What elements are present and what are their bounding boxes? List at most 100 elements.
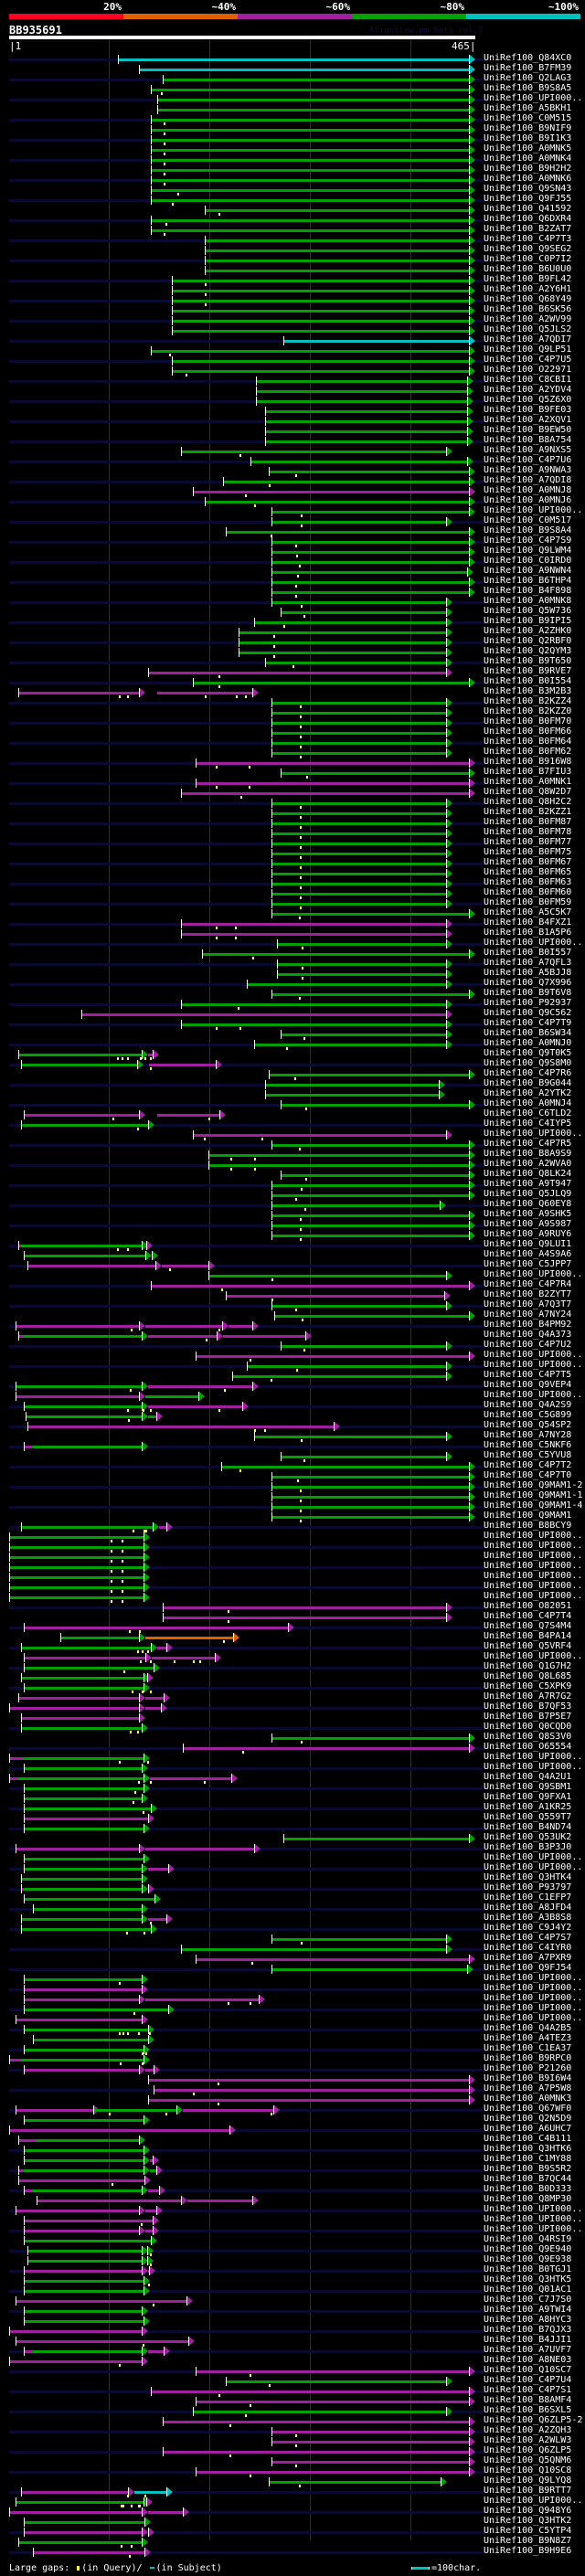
alignment-row[interactable]: UniRef100_B0FM63 — [0, 877, 585, 889]
alignment-row[interactable]: UniRef100_C0P7I2 — [0, 254, 585, 266]
alignment-row[interactable]: UniRef100_A0MNK3 — [0, 2094, 585, 2105]
alignment-row[interactable]: UniRef100_B9EW50 — [0, 425, 585, 437]
alignment-row[interactable]: UniRef100_C0IRD0 — [0, 556, 585, 567]
alignment-row[interactable]: UniRef100_Q4A2U1 — [0, 1772, 585, 1784]
subject-label[interactable]: UniRef100_B7FIU3 — [484, 767, 572, 777]
alignment-row[interactable]: UniRef100_C4B111 — [0, 2134, 585, 2146]
alignment-row[interactable]: UniRef100_C4IYP5 — [0, 1118, 585, 1130]
alignment-row[interactable]: UniRef100_A9T947 — [0, 1179, 585, 1191]
alignment-row[interactable]: UniRef100_Q67WF0 — [0, 2104, 585, 2115]
subject-label[interactable]: UniRef100_C7J7S0 — [484, 2295, 572, 2305]
alignment-row[interactable]: UniRef100_A0MNJ0 — [0, 1038, 585, 1050]
alignment-row[interactable]: UniRef100_Q2RBF0 — [0, 636, 585, 648]
alignment-row[interactable]: UniRef100_O65554 — [0, 1742, 585, 1754]
alignment-row[interactable]: UniRef100_UPI000.. — [0, 1852, 585, 1864]
alignment-row[interactable]: UniRef100_B4FXZ1 — [0, 917, 585, 929]
subject-label[interactable]: UniRef100_B7QC44 — [484, 2174, 572, 2184]
alignment-row[interactable]: UniRef100_UPI000.. — [0, 1541, 585, 1553]
alignment-row[interactable]: UniRef100_B0I554 — [0, 676, 585, 688]
alignment-row[interactable]: UniRef100_B3M2B3 — [0, 686, 585, 698]
subject-label[interactable]: UniRef100_Q8S3V0 — [484, 1732, 572, 1742]
subject-label[interactable]: UniRef100_UPI000.. — [484, 1531, 583, 1541]
subject-label[interactable]: UniRef100_Q53UK2 — [484, 1832, 572, 1842]
subject-label[interactable]: UniRef100_B2KZZ0 — [484, 706, 572, 716]
subject-label[interactable]: UniRef100_UPI000.. — [484, 1269, 583, 1279]
subject-label[interactable]: UniRef100_UPI000.. — [484, 2214, 583, 2224]
alignment-row[interactable]: UniRef100_A7QDI8 — [0, 475, 585, 487]
subject-label[interactable]: UniRef100_Q54SP2 — [484, 1420, 572, 1430]
alignment-row[interactable]: UniRef100_B8AMF4 — [0, 2395, 585, 2407]
alignment-row[interactable]: UniRef100_C5NKF6 — [0, 1440, 585, 1452]
subject-label[interactable]: UniRef100_B9I1K3 — [484, 133, 572, 143]
subject-label[interactable]: UniRef100_Q948Y6 — [484, 2506, 572, 2516]
alignment-row[interactable]: UniRef100_Q9MAM1-2 — [0, 1480, 585, 1492]
subject-label[interactable]: UniRef100_A6UHC7 — [484, 2124, 572, 2134]
alignment-row[interactable]: UniRef100_Q9SEG2 — [0, 244, 585, 256]
subject-label[interactable]: UniRef100_Q8H2C2 — [484, 797, 572, 807]
subject-label[interactable]: UniRef100_B0FM64 — [484, 737, 572, 747]
alignment-row[interactable]: UniRef100_B6SXL5 — [0, 2405, 585, 2417]
alignment-row[interactable]: UniRef100_C4P7R4 — [0, 1279, 585, 1291]
alignment-row[interactable]: UniRef100_B4PA14 — [0, 1631, 585, 1643]
alignment-row[interactable]: UniRef100_Q9LWM4 — [0, 546, 585, 557]
subject-label[interactable]: UniRef100_B9RTT7 — [484, 2486, 572, 2496]
subject-label[interactable]: UniRef100_A0MNK3 — [484, 2094, 572, 2104]
alignment-row[interactable]: UniRef100_A7NY24 — [0, 1309, 585, 1321]
alignment-row[interactable]: UniRef100_Q68Y49 — [0, 294, 585, 306]
subject-label[interactable]: UniRef100_Q6ZLP5-2 — [484, 2415, 583, 2425]
subject-label[interactable]: UniRef100_A2WVA0 — [484, 1159, 572, 1169]
alignment-row[interactable]: UniRef100_Q8H2C2 — [0, 797, 585, 809]
subject-label[interactable]: UniRef100_A1KR25 — [484, 1802, 572, 1812]
alignment-row[interactable]: UniRef100_C0M515 — [0, 113, 585, 125]
subject-label[interactable]: UniRef100_B3M2B3 — [484, 686, 572, 696]
subject-label[interactable]: UniRef100_B6SXL5 — [484, 2405, 572, 2415]
alignment-row[interactable]: UniRef100_B0FM67 — [0, 857, 585, 869]
subject-label[interactable]: UniRef100_C0M517 — [484, 515, 572, 525]
subject-label[interactable]: UniRef100_Q8MP30 — [484, 2194, 572, 2204]
alignment-row[interactable]: UniRef100_A2WLW3 — [0, 2435, 585, 2447]
subject-label[interactable]: UniRef100_Q3HTK6 — [484, 2144, 572, 2154]
subject-label[interactable]: UniRef100_B0FM87 — [484, 817, 572, 827]
subject-label[interactable]: UniRef100_Q9C562 — [484, 1008, 572, 1018]
subject-label[interactable]: UniRef100_A2WLW3 — [484, 2435, 572, 2445]
subject-label[interactable]: UniRef100_B9N8Z7 — [484, 2536, 572, 2546]
subject-label[interactable]: UniRef100_Q1G7H2 — [484, 1661, 572, 1671]
subject-label[interactable]: UniRef100_C5YVU8 — [484, 1450, 572, 1460]
alignment-row[interactable]: UniRef100_Q9LYQ8 — [0, 2475, 585, 2487]
subject-label[interactable]: UniRef100_UPI000.. — [484, 1551, 583, 1561]
alignment-row[interactable]: UniRef100_UPI000.. — [0, 1551, 585, 1563]
alignment-row[interactable]: UniRef100_B9T650 — [0, 656, 585, 668]
alignment-row[interactable]: UniRef100_UPI000.. — [0, 1561, 585, 1573]
alignment-row[interactable]: UniRef100_B4PM92 — [0, 1320, 585, 1331]
alignment-row[interactable]: UniRef100_B2ZYT7 — [0, 1289, 585, 1301]
subject-label[interactable]: UniRef100_B7P5E7 — [484, 1712, 572, 1722]
alignment-row[interactable]: UniRef100_A3B8S8 — [0, 1913, 585, 1924]
alignment-row[interactable]: UniRef100_UPI000.. — [0, 938, 585, 949]
subject-label[interactable]: UniRef100_Q2RBF0 — [484, 636, 572, 646]
alignment-row[interactable]: UniRef100_C8CBI1 — [0, 375, 585, 387]
alignment-row[interactable]: UniRef100_B9S8A5 — [0, 83, 585, 95]
subject-label[interactable]: UniRef100_A7QDI7 — [484, 334, 572, 345]
subject-label[interactable]: UniRef100_P21260 — [484, 2063, 572, 2073]
subject-label[interactable]: UniRef100_A7QDI8 — [484, 475, 572, 485]
alignment-row[interactable]: UniRef100_Q5VRF4 — [0, 1641, 585, 1653]
alignment-row[interactable]: UniRef100_A7PXR9 — [0, 1953, 585, 1965]
alignment-row[interactable]: UniRef100_A9NXS5 — [0, 445, 585, 457]
alignment-row[interactable]: UniRef100_Q9LP51 — [0, 345, 585, 356]
subject-label[interactable]: UniRef100_B9G044 — [484, 1078, 572, 1088]
subject-label[interactable]: UniRef100_B2KZZ1 — [484, 807, 572, 817]
subject-label[interactable]: UniRef100_B0FM78 — [484, 827, 572, 837]
alignment-row[interactable]: UniRef100_UPI000.. — [0, 2003, 585, 2015]
alignment-row[interactable]: UniRef100_Q8S3V0 — [0, 1732, 585, 1744]
subject-label[interactable]: UniRef100_O22971 — [484, 365, 572, 375]
subject-label[interactable]: UniRef100_C4IYR0 — [484, 1943, 572, 1953]
alignment-row[interactable]: UniRef100_Q948Y6 — [0, 2506, 585, 2518]
alignment-row[interactable]: UniRef100_UPI000.. — [0, 1591, 585, 1603]
subject-label[interactable]: UniRef100_Q9LWM4 — [484, 546, 572, 556]
subject-label[interactable]: UniRef100_Q9FXA1 — [484, 1792, 572, 1802]
alignment-row[interactable]: UniRef100_C5G899 — [0, 1410, 585, 1422]
alignment-row[interactable]: UniRef100_A7Q3T7 — [0, 1299, 585, 1311]
alignment-row[interactable]: UniRef100_B7P5E7 — [0, 1712, 585, 1723]
alignment-row[interactable]: UniRef100_C4P7S1 — [0, 2385, 585, 2397]
alignment-row[interactable]: UniRef100_B2ZAT7 — [0, 224, 585, 236]
